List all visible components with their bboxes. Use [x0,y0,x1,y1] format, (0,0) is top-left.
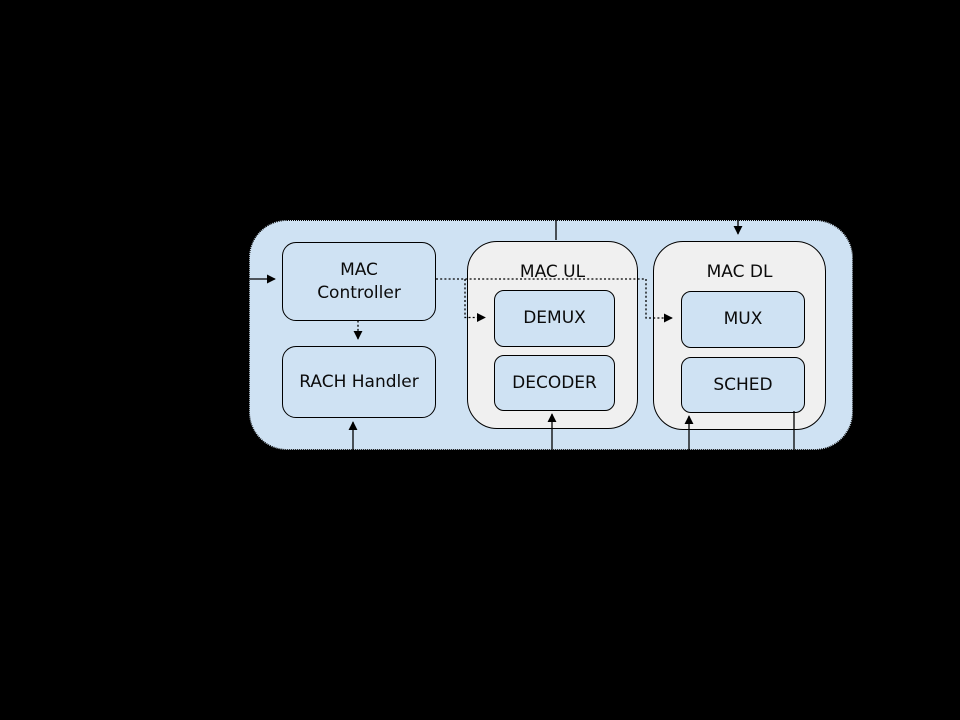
group-mac-dl: MAC DL MUX SCHED [653,241,826,430]
node-decoder: DECODER [494,355,615,411]
node-mux: MUX [681,291,805,348]
node-mac-controller: MAC Controller [282,242,436,321]
group-mac-ul: MAC UL DEMUX DECODER [467,241,638,429]
mac-layer-container: MAC Controller RACH Handler MAC UL DEMUX… [249,220,853,450]
node-sched: SCHED [681,357,805,413]
node-demux: DEMUX [494,290,615,347]
node-rach-handler: RACH Handler [282,346,436,418]
group-mac-ul-label: MAC UL [519,262,586,282]
group-mac-dl-label: MAC DL [706,262,773,282]
